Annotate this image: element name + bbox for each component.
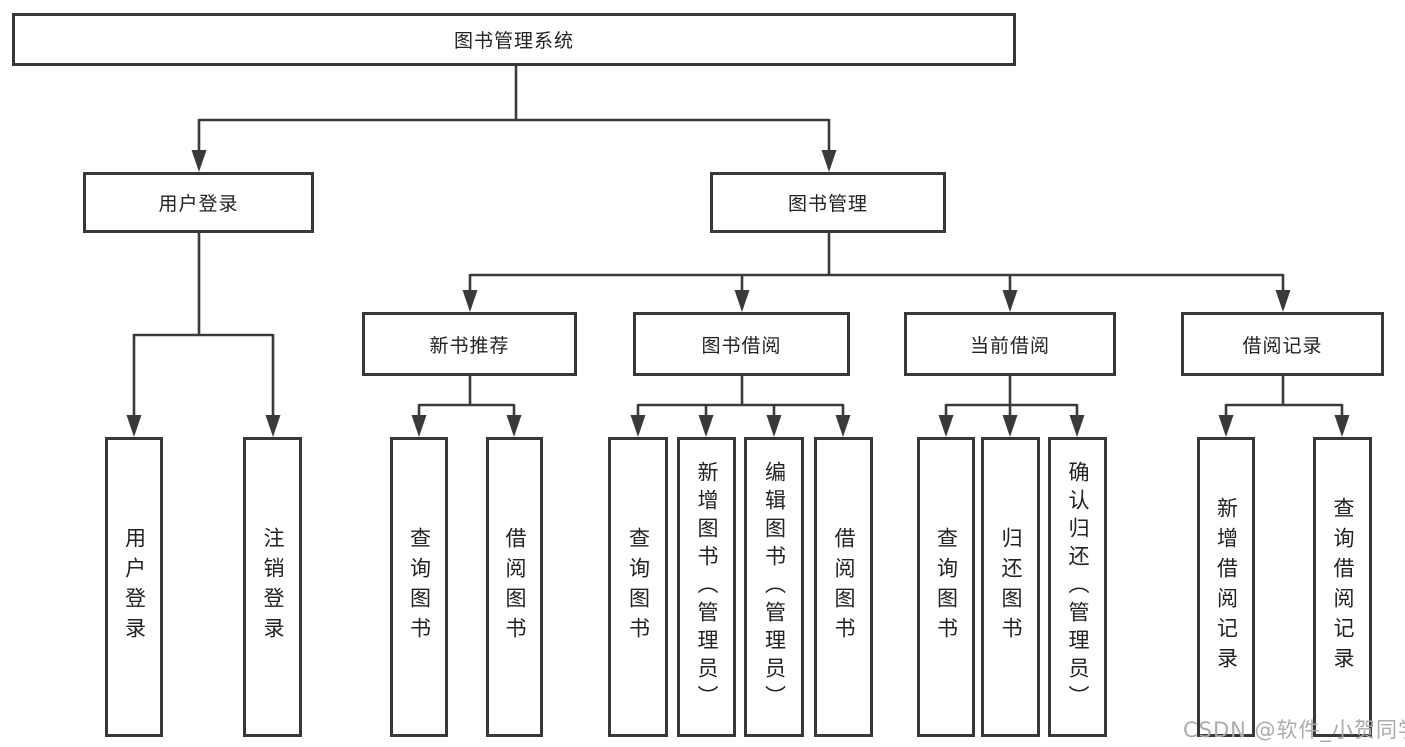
node-book-management-label: 图书管理 xyxy=(787,193,868,215)
leaf-query-books-borrow-label: 查询图书 xyxy=(626,527,651,647)
leaf-borrow-books-borrow: 借阅图书 xyxy=(814,437,873,737)
node-borrow-records-label: 借阅记录 xyxy=(1242,334,1323,357)
leaf-query-borrow-record: 查询借阅记录 xyxy=(1313,437,1372,737)
leaf-query-books-current-label: 查询图书 xyxy=(934,527,959,647)
leaf-user-login: 用户登录 xyxy=(105,437,163,737)
node-current-borrow-label: 当前借阅 xyxy=(969,334,1050,357)
leaf-return-books-label: 归还图书 xyxy=(999,527,1023,647)
watermark: CSDN @软件_小贺同学 xyxy=(1183,718,1405,742)
leaf-return-books: 归还图书 xyxy=(981,437,1040,737)
node-user-login-label: 用户登录 xyxy=(158,193,239,215)
leaf-user-login-label: 用户登录 xyxy=(122,527,147,647)
leaf-query-books-current: 查询图书 xyxy=(917,437,975,737)
leaf-borrow-books-recommend-label: 借阅图书 xyxy=(503,527,527,647)
leaf-logout-login-label: 注销登录 xyxy=(261,527,285,647)
leaf-borrow-books-recommend: 借阅图书 xyxy=(486,437,543,737)
node-new-book-recommend-label: 新书推荐 xyxy=(429,334,510,357)
node-root-label: 图书管理系统 xyxy=(453,30,574,52)
leaf-query-books-recommend: 查询图书 xyxy=(390,437,448,737)
leaf-edit-book-admin-label: 编辑图书（管理员） xyxy=(762,461,787,713)
leaf-confirm-return-admin-label: 确认归还（管理员） xyxy=(1066,461,1090,713)
leaf-confirm-return-admin: 确认归还（管理员） xyxy=(1048,437,1107,737)
leaf-edit-book-admin: 编辑图书（管理员） xyxy=(744,437,804,737)
leaf-add-book-admin-label: 新增图书（管理员） xyxy=(695,461,719,713)
leaf-logout-login: 注销登录 xyxy=(243,437,302,737)
leaf-query-borrow-record-label: 查询借阅记录 xyxy=(1331,497,1355,677)
node-borrow-records: 借阅记录 xyxy=(1181,312,1384,376)
leaf-add-book-admin: 新增图书（管理员） xyxy=(677,437,736,737)
leaf-query-books-recommend-label: 查询图书 xyxy=(407,527,432,647)
leaf-query-books-borrow: 查询图书 xyxy=(608,437,668,737)
node-root: 图书管理系统 xyxy=(12,13,1016,66)
leaf-borrow-books-borrow-label: 借阅图书 xyxy=(832,527,856,647)
node-book-borrow: 图书借阅 xyxy=(633,312,850,376)
leaf-add-borrow-record: 新增借阅记录 xyxy=(1197,437,1255,737)
leaf-add-borrow-record-label: 新增借阅记录 xyxy=(1214,497,1239,677)
node-new-book-recommend: 新书推荐 xyxy=(362,312,577,376)
node-user-login: 用户登录 xyxy=(83,172,314,233)
node-book-management: 图书管理 xyxy=(710,172,946,233)
node-current-borrow: 当前借阅 xyxy=(904,312,1116,376)
node-book-borrow-label: 图书借阅 xyxy=(701,334,782,357)
